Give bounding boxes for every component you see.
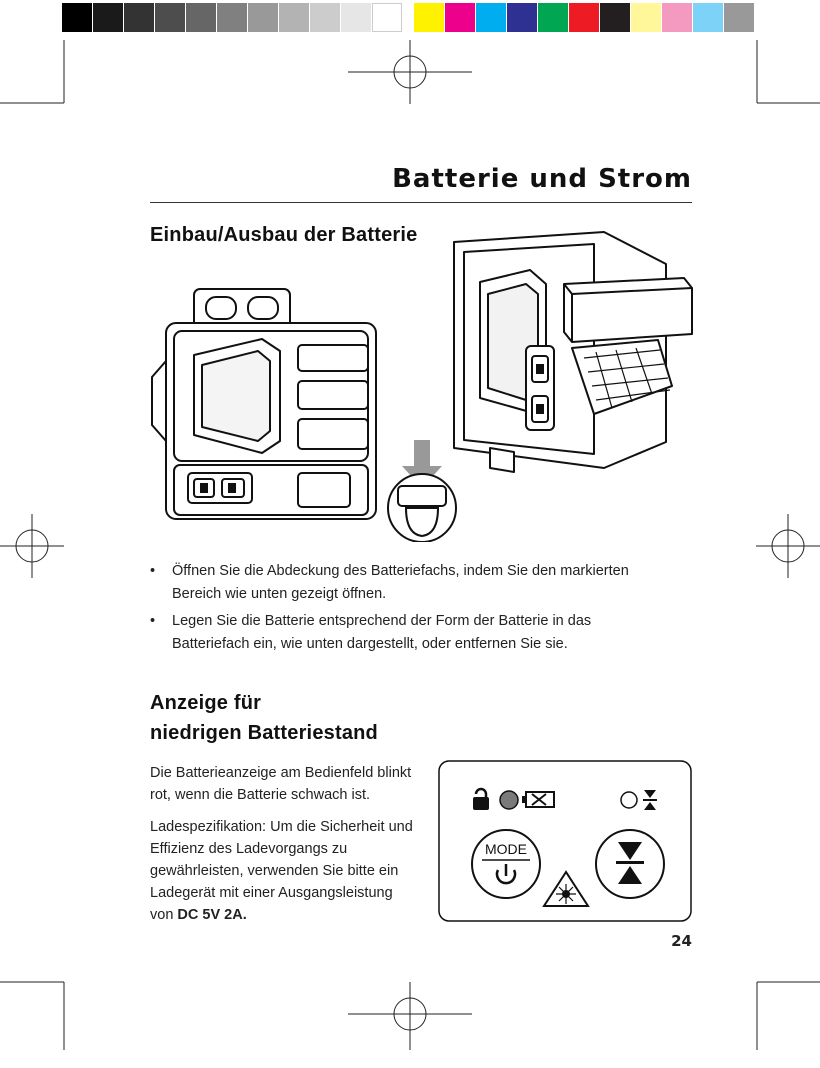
- gray-swatch: [155, 3, 185, 32]
- battery-led-icon: [499, 790, 519, 810]
- mode-label: MODE: [485, 841, 527, 857]
- low-battery-description: Die Batterieanzeige am Bedienfeld blinkt…: [150, 765, 412, 803]
- press-here-callout: [387, 440, 457, 542]
- charging-spec-paragraph: Ladespezifikation: Um die Sicherheit und…: [150, 816, 420, 926]
- gray-swatch: [62, 3, 92, 32]
- charging-spec-value: DC 5V 2A.: [177, 907, 247, 923]
- gray-swatch: [279, 3, 309, 32]
- control-panel-illustration: MODE: [438, 760, 692, 922]
- gray-swatch: [248, 3, 278, 32]
- laser-level-battery-cover-illustration: [151, 288, 377, 520]
- section-heading-low-battery-line2: niedrigen Batteriestand: [150, 722, 378, 744]
- gray-swatch: [124, 3, 154, 32]
- pulse-led-icon: [620, 791, 638, 809]
- pulse-button-symbol: [616, 842, 644, 884]
- page-title: Batterie und Strom: [392, 164, 692, 194]
- color-swatch: [693, 3, 723, 32]
- gray-swatch: [217, 3, 247, 32]
- battery-icon: [522, 791, 555, 808]
- section-heading-low-battery: Anzeige für: [150, 692, 262, 714]
- gray-swatch: [372, 3, 402, 32]
- laser-level-battery-open-illustration: [453, 231, 693, 473]
- gray-swatch: [310, 3, 340, 32]
- color-swatch: [724, 3, 754, 32]
- bullet-text-open-cover: Öffnen Sie die Abdeckung des Batteriefac…: [172, 563, 629, 602]
- color-swatch: [414, 3, 444, 32]
- color-swatch: [662, 3, 692, 32]
- color-swatch: [569, 3, 599, 32]
- gray-swatch: [93, 3, 123, 32]
- page-number: 24: [671, 932, 692, 950]
- section-heading-battery-install: Einbau/Ausbau der Batterie: [150, 224, 418, 246]
- charging-spec-text: Ladespezifikation: Um die Sicherheit und…: [150, 819, 413, 923]
- pulse-mode-icon: [643, 790, 657, 810]
- bullet-mark: •: [150, 563, 156, 579]
- bullet-text-insert-battery: Legen Sie die Batterie entsprechend der …: [172, 613, 592, 652]
- laser-warning-icon: [542, 870, 590, 907]
- bullet-mark: •: [150, 613, 156, 629]
- power-icon: [495, 864, 517, 885]
- color-swatch: [600, 3, 630, 32]
- gray-swatch: [186, 3, 216, 32]
- lock-icon: [473, 787, 489, 810]
- color-swatch: [538, 3, 568, 32]
- gray-swatch: [341, 3, 371, 32]
- color-swatch: [631, 3, 661, 32]
- color-swatch: [476, 3, 506, 32]
- color-swatch: [445, 3, 475, 32]
- title-divider: [150, 202, 692, 203]
- color-swatch: [507, 3, 537, 32]
